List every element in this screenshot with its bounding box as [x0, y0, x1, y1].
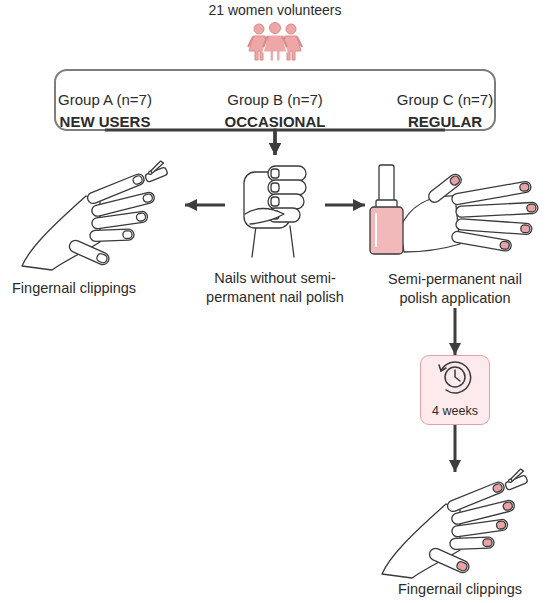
woman-figure	[248, 24, 270, 60]
time-box: 4 weeks	[420, 355, 490, 425]
flow-arrow	[275, 130, 445, 155]
diagram-title: 21 women volunteers	[0, 2, 550, 18]
step-label: Semi-permanent nail polish application	[365, 155, 545, 308]
women-icon	[248, 23, 302, 62]
node-text: Semi-permanent nail polish application	[377, 270, 533, 308]
flow-arrow	[185, 204, 225, 207]
woman-figure	[263, 23, 287, 62]
step-label: Fingernail clippings	[12, 165, 185, 302]
nail-clipper	[142, 160, 168, 182]
woman-figure	[280, 24, 302, 60]
node-subtext: NEW USERS	[40, 111, 170, 133]
polish-bottle	[370, 165, 403, 254]
node-text: Fingernail clippings	[380, 580, 540, 599]
hand-clipping-illustration	[382, 468, 528, 578]
node-text: Group A (n=7)	[40, 89, 170, 111]
flow-arrow	[105, 130, 275, 155]
flow-arrow	[454, 308, 457, 355]
node-text: Fingernail clippings	[12, 279, 172, 298]
nail-clipper	[502, 468, 528, 490]
group-box: Group B (n=7)OCCASIONAL	[210, 72, 340, 130]
step-label: Fingernail clippings	[375, 472, 545, 601]
flow-arrow	[454, 425, 457, 472]
step-label: Nails without semi- permanent nail polis…	[225, 155, 325, 307]
node-text: 4 weeks	[420, 403, 490, 419]
group-box: Group A (n=7)NEW USERS	[40, 72, 170, 130]
flow-arrow	[325, 204, 365, 207]
group-box: Group C (n=7)REGULAR	[380, 72, 510, 130]
node-subtext: REGULAR	[380, 111, 510, 133]
node-subtext: OCCASIONAL	[210, 111, 340, 133]
flow-arrow	[274, 130, 277, 155]
node-text: Group C (n=7)	[380, 89, 510, 111]
hand-clipping-illustration	[22, 160, 168, 270]
node-text: Nails without semi- permanent nail polis…	[200, 269, 350, 307]
nail-polish-illustration	[370, 165, 538, 254]
fist-illustration	[244, 166, 306, 257]
node-text: Group B (n=7)	[210, 89, 340, 111]
